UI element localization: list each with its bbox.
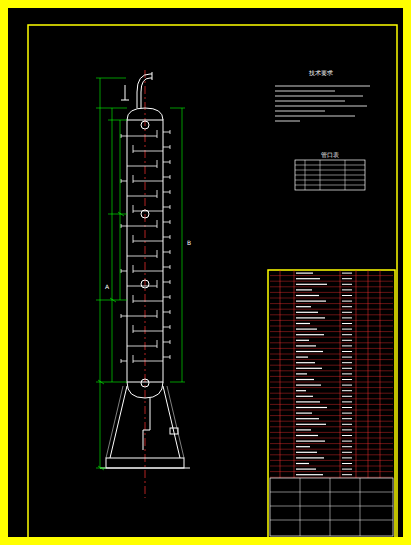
dimension-letter: B (186, 240, 192, 246)
notes-heading: 技术要求 (308, 70, 334, 76)
dimension-letter: A (104, 284, 110, 290)
table-heading: 管口表 (320, 152, 340, 158)
